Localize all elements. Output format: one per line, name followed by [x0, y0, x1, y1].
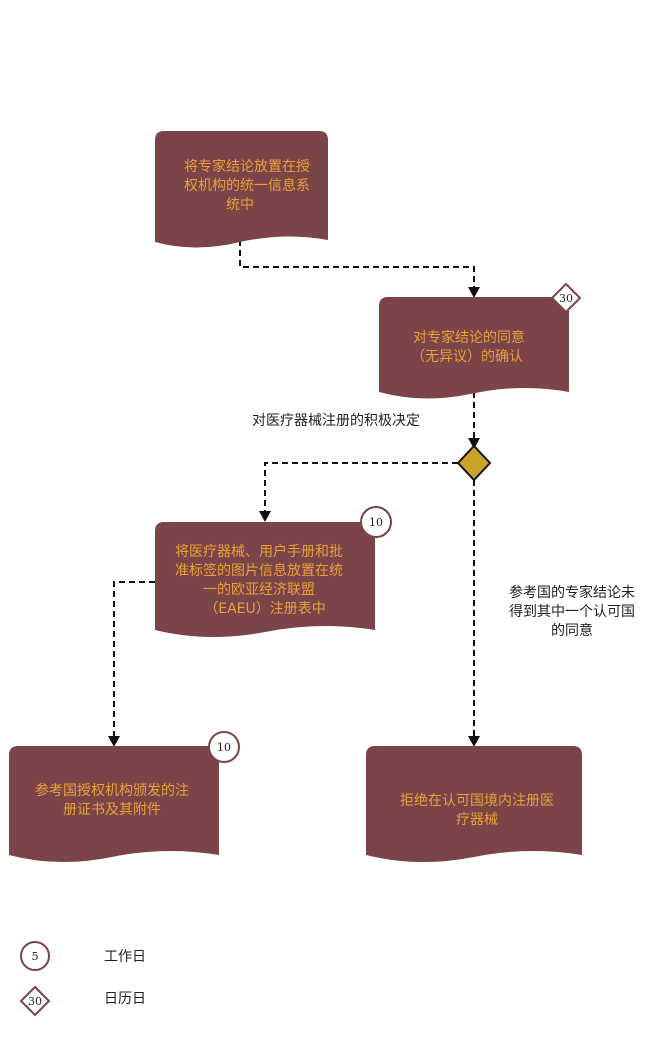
legend-calendar-days-value: 30 — [28, 995, 42, 1008]
document-shape — [155, 522, 375, 638]
arrowhead-step2 — [468, 287, 480, 298]
step3-line-1: 将医疗器械、用户手册和批 — [175, 543, 343, 560]
arrowhead-step5 — [468, 736, 480, 747]
calendar-days-badge — [550, 282, 582, 314]
positive-decision-label: 对医疗器械注册的积极决定 — [252, 413, 420, 429]
step5-line-1: 拒绝在认可国境内注册医 — [400, 793, 554, 809]
document-shape — [379, 297, 569, 399]
step1-line-3: 统中 — [226, 197, 254, 213]
step5-line-2: 疗器械 — [456, 812, 498, 828]
process-step-2: 对专家结论的同意 （无异议）的确认 30 — [379, 282, 582, 399]
arrowhead-step3 — [259, 511, 271, 522]
step3-badge-value: 10 — [369, 516, 383, 529]
legend-working-days-label: 工作日 — [104, 949, 146, 965]
step2-line-1: 对专家结论的同意 — [413, 329, 525, 346]
document-shape — [366, 746, 582, 863]
legend-calendar-days-badge — [19, 985, 51, 1017]
negative-condition-line-1: 参考国的专家结论未 — [509, 584, 635, 601]
step1-line-1: 将专家结论放置在授 — [184, 158, 310, 175]
step4-line-1: 参考国授权机构颁发的注 — [35, 782, 189, 799]
step1-line-2: 权机构的统一信息系 — [184, 177, 310, 194]
legend: 5 工作日 30 日历日 — [19, 941, 146, 1017]
working-days-badge — [208, 731, 240, 763]
legend-calendar-days-label: 日历日 — [104, 991, 146, 1007]
step2-badge-value: 30 — [559, 292, 573, 305]
legend-working-days-badge — [20, 941, 50, 971]
connector-step1-step2 — [239, 240, 475, 288]
document-shape — [155, 131, 328, 248]
step3-line-4: （EAEU）注册表中 — [204, 601, 326, 617]
decision-diamond — [456, 444, 492, 482]
connector-step3-step4 — [113, 581, 155, 737]
arrowhead-step4 — [108, 736, 120, 747]
step4-badge-value: 10 — [217, 741, 231, 754]
negative-condition-line-3: 的同意 — [551, 622, 593, 639]
process-step-1: 将专家结论放置在授 权机构的统一信息系 统中 — [155, 131, 328, 248]
process-step-3: 将医疗器械、用户手册和批 准标签的图片信息放置在统 一的欧亚经济联盟 （EAEU… — [155, 506, 392, 638]
process-step-5: 拒绝在认可国境内注册医 疗器械 — [366, 746, 582, 863]
step3-line-2: 准标签的图片信息放置在统 — [175, 562, 343, 579]
working-days-badge — [360, 506, 392, 538]
negative-condition-line-2: 得到其中一个认可国 — [509, 603, 635, 620]
document-shape — [9, 746, 219, 863]
step4-line-2: 册证书及其附件 — [63, 802, 161, 818]
step2-line-2: （无异议）的确认 — [411, 349, 523, 365]
step3-line-3: 一的欧亚经济联盟 — [203, 582, 315, 598]
legend-working-days-value: 5 — [32, 950, 39, 963]
process-step-4: 参考国授权机构颁发的注 册证书及其附件 10 — [9, 731, 240, 863]
connector-decision-step3 — [264, 462, 458, 512]
arrowhead-decision — [468, 438, 480, 449]
